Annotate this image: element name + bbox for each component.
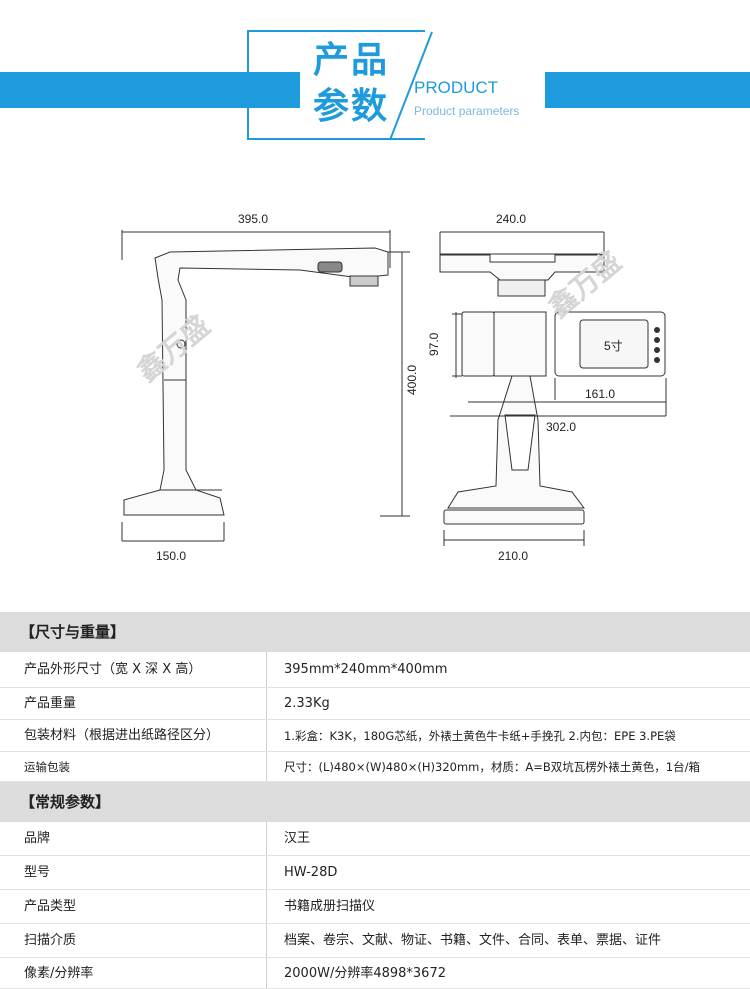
header-band-right	[545, 72, 750, 108]
header-band-left	[0, 72, 300, 108]
table-row: 产品重量 2.33Kg	[0, 688, 750, 720]
screen-size-label: 5寸	[604, 339, 623, 353]
section-title-size-weight: 【尺寸与重量】	[0, 612, 750, 652]
row-value: 尺寸：(L)480×(W)480×(H)320mm，材质：A=B双坑瓦楞外裱土黄…	[284, 760, 700, 774]
section-title-general: 【常规参数】	[0, 782, 750, 822]
row-divider	[266, 856, 267, 889]
row-key: 运输包装	[24, 760, 70, 774]
row-divider	[266, 822, 267, 855]
page-title-cn: 产品 参数	[313, 40, 390, 127]
product-dimension-drawing: 395.0 150.0 400.0 240.0 97.0 161.0 302.0…	[121, 212, 667, 563]
row-key: 品牌	[24, 831, 51, 846]
page-title-en: PRODUCT	[414, 78, 499, 97]
table-row: 产品外形尺寸（宽 X 深 X 高） 395mm*240mm*400mm	[0, 652, 750, 688]
table-row: 品牌 汉王	[0, 822, 750, 856]
row-divider	[266, 752, 267, 781]
table-row: 运输包装 尺寸：(L)480×(W)480×(H)320mm，材质：A=B双坑瓦…	[0, 752, 750, 782]
row-key: 产品类型	[24, 899, 77, 914]
row-key: 像素/分辨率	[24, 966, 94, 981]
dim-front-head: 97.0	[427, 332, 441, 356]
row-key: 产品外形尺寸（宽 X 深 X 高）	[24, 662, 202, 677]
row-key: 型号	[24, 865, 51, 880]
row-value: 1.彩盒：K3K，180G芯纸，外裱土黄色牛卡纸+手挽孔 2.内包：EPE 3.…	[284, 729, 676, 743]
table-row: 像素/分辨率 2000W/分辨率4898*3672	[0, 958, 750, 989]
table-row: 型号 HW-28D	[0, 856, 750, 890]
row-value: HW-28D	[284, 865, 338, 880]
row-value: 汉王	[284, 831, 311, 846]
table-row: 产品类型 书籍成册扫描仪	[0, 890, 750, 924]
row-divider	[266, 890, 267, 923]
dim-front-base: 210.0	[498, 549, 528, 563]
dim-side-height: 400.0	[405, 365, 419, 395]
header: 产品 参数 PRODUCT Product parameters	[0, 0, 750, 170]
row-divider	[266, 958, 267, 988]
row-key: 扫描介质	[24, 933, 77, 948]
dim-side-base: 150.0	[156, 549, 186, 563]
row-divider	[266, 720, 267, 751]
spec-table: 【尺寸与重量】 产品外形尺寸（宽 X 深 X 高） 395mm*240mm*40…	[0, 612, 750, 989]
dim-front-arm: 161.0	[585, 387, 615, 401]
dim-front-width: 240.0	[496, 212, 526, 226]
page-subtitle: Product parameters	[414, 104, 520, 118]
row-value: 2000W/分辨率4898*3672	[284, 966, 446, 981]
row-value: 书籍成册扫描仪	[284, 899, 376, 914]
table-row: 扫描介质 档案、卷宗、文献、物证、书籍、文件、合同、表单、票据、证件	[0, 924, 750, 958]
dim-side-width: 395.0	[238, 212, 268, 226]
row-key: 产品重量	[24, 696, 77, 711]
row-divider	[266, 688, 267, 719]
title-slash	[389, 31, 433, 141]
table-row: 包装材料（根据进出纸路径区分） 1.彩盒：K3K，180G芯纸，外裱土黄色牛卡纸…	[0, 720, 750, 752]
row-key: 包装材料（根据进出纸路径区分）	[24, 728, 220, 743]
row-value: 2.33Kg	[284, 696, 330, 711]
row-divider	[266, 652, 267, 687]
row-value: 395mm*240mm*400mm	[284, 662, 448, 677]
title-frame	[247, 30, 425, 140]
dim-front-reach: 302.0	[546, 420, 576, 434]
row-value: 档案、卷宗、文献、物证、书籍、文件、合同、表单、票据、证件	[284, 933, 662, 948]
row-divider	[266, 924, 267, 957]
